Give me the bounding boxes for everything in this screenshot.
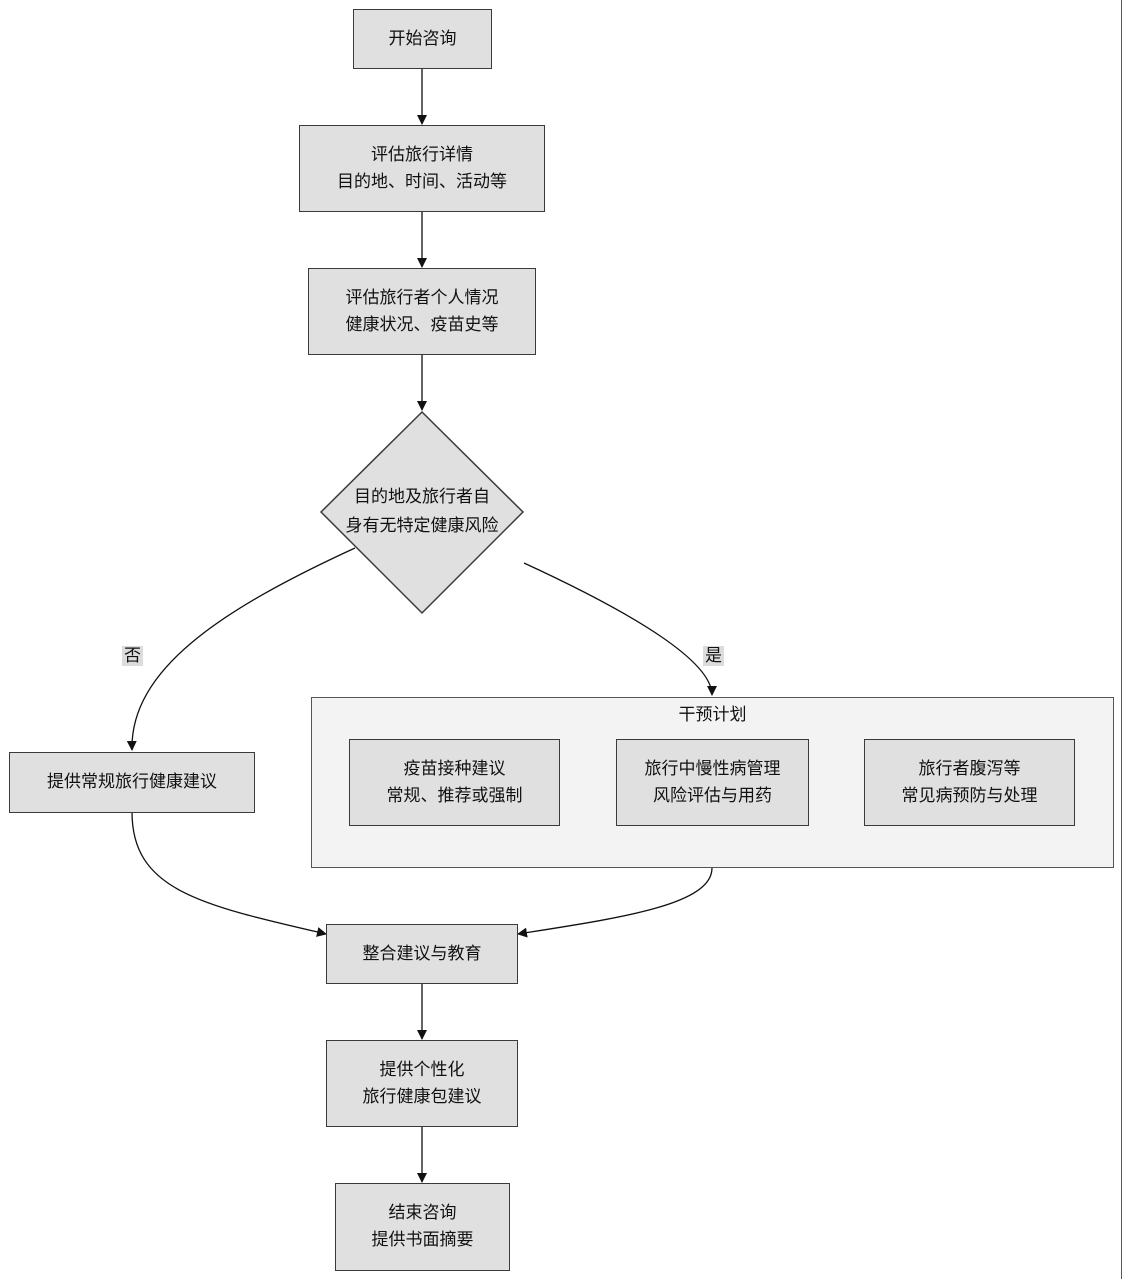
edge-group-to-integrate — [517, 867, 713, 938]
edge-label-no: 否 — [122, 646, 143, 666]
node-traveler-assess-line-2: 健康状况、疫苗史等 — [345, 314, 499, 335]
node-vaccine-line-1: 疫苗接种建议 — [403, 758, 506, 779]
node-trip-assess-line-1: 评估旅行详情 — [371, 144, 473, 165]
node-integrate-line-1: 整合建议与教育 — [362, 943, 482, 964]
node-traveler-assess-line-1: 评估旅行者个人情况 — [345, 287, 499, 308]
node-kit-line-1: 提供个性化 — [379, 1059, 465, 1080]
node-end-line-1: 结束咨询 — [388, 1203, 457, 1223]
decision-text: 目的地及旅行者自 身有无特定健康风险 — [322, 483, 522, 541]
node-diarrhea-line-2: 常见病预防与处理 — [901, 785, 1038, 806]
node-traveler-assess: 评估旅行者个人情况 健康状况、疫苗史等 — [308, 268, 536, 355]
node-vaccine-line-2: 常规、推荐或强制 — [386, 785, 523, 806]
edge-routine-to-integrate — [131, 811, 327, 937]
node-end-line-2: 提供书面摘要 — [371, 1230, 474, 1250]
decision-diamond — [319, 410, 525, 615]
node-chronic-line-1: 旅行中慢性病管理 — [644, 758, 781, 779]
page-right-border — [1120, 0, 1122, 1279]
node-trip-assess-line-2: 目的地、时间、活动等 — [337, 171, 507, 192]
node-start-line-1: 开始咨询 — [388, 28, 457, 49]
node-integrate: 整合建议与教育 — [326, 924, 518, 984]
node-diarrhea: 旅行者腹泻等 常见病预防与处理 — [864, 739, 1075, 826]
node-diarrhea-line-1: 旅行者腹泻等 — [918, 758, 1021, 779]
group-title: 干预计划 — [678, 705, 747, 725]
node-kit-line-2: 旅行健康包建议 — [362, 1086, 482, 1107]
edge-decision-no — [126, 547, 356, 751]
node-vaccine: 疫苗接种建议 常规、推荐或强制 — [349, 739, 560, 826]
edge-label-yes: 是 — [703, 646, 724, 666]
node-start: 开始咨询 — [353, 9, 492, 69]
decision-line-2: 身有无特定健康风险 — [345, 516, 499, 536]
node-trip-assess: 评估旅行详情 目的地、时间、活动等 — [299, 125, 545, 212]
node-routine-advice-line-1: 提供常规旅行健康建议 — [47, 772, 217, 792]
node-chronic-line-2: 风险评估与用药 — [653, 785, 772, 806]
node-chronic: 旅行中慢性病管理 风险评估与用药 — [616, 739, 809, 826]
node-kit: 提供个性化 旅行健康包建议 — [326, 1040, 518, 1127]
edge-decision-yes — [523, 562, 717, 696]
node-end: 结束咨询 提供书面摘要 — [335, 1183, 510, 1271]
decision-line-1: 目的地及旅行者自 — [354, 487, 490, 507]
node-routine-advice: 提供常规旅行健康建议 — [9, 752, 255, 813]
